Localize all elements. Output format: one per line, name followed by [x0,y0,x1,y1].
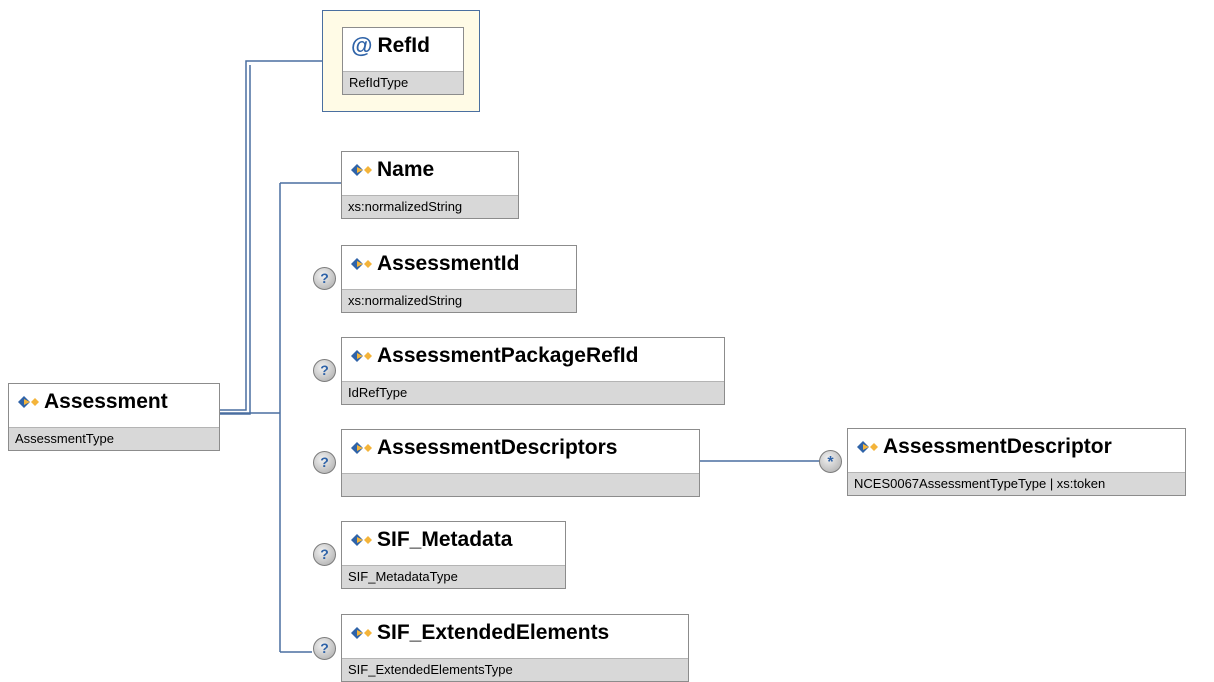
child-element-type: IdRefType [342,381,724,404]
child-element-type: xs:normalizedString [342,289,576,312]
element-icon [351,349,372,362]
element-icon [857,440,878,453]
element-icon [351,257,372,270]
descriptor-element-name: AssessmentDescriptor [883,434,1112,458]
optional-icon: ? [313,267,336,290]
element-icon [351,441,372,454]
child-element-box[interactable]: AssessmentPackageRefId IdRefType [341,337,725,405]
optional-icon: ? [313,451,336,474]
multiplicity-icon: * [819,450,842,473]
root-element-name: Assessment [44,389,168,413]
element-icon [18,395,39,408]
child-element-name: AssessmentDescriptors [377,435,618,459]
attribute-name: RefId [377,33,430,57]
child-element-box[interactable]: SIF_Metadata SIF_MetadataType [341,521,566,589]
attribute-symbol: @ [351,32,373,58]
root-element-type: AssessmentType [9,427,219,450]
child-element-box[interactable]: AssessmentId xs:normalizedString [341,245,577,313]
attribute-box[interactable]: @ RefId RefIdType [342,27,464,95]
child-element-name: AssessmentId [377,251,520,275]
child-element-name: SIF_Metadata [377,527,513,551]
child-element-type: SIF_ExtendedElementsType [342,658,688,681]
optional-icon: ? [313,637,336,660]
child-element-type: xs:normalizedString [342,195,518,218]
element-icon [351,533,372,546]
attribute-group: @ RefId RefIdType [322,10,480,112]
optional-icon: ? [313,543,336,566]
child-element-type [342,473,699,496]
child-element-box[interactable]: AssessmentDescriptors [341,429,700,497]
element-icon [351,626,372,639]
child-element-box[interactable]: SIF_ExtendedElements SIF_ExtendedElement… [341,614,689,682]
optional-icon: ? [313,359,336,382]
element-icon [351,163,372,176]
child-element-name: SIF_ExtendedElements [377,620,610,644]
child-element-name: Name [377,157,435,181]
child-element-name: AssessmentPackageRefId [377,343,639,367]
descriptor-element-type: NCES0067AssessmentTypeType | xs:token [848,472,1185,495]
child-element-box[interactable]: Name xs:normalizedString [341,151,519,219]
root-element-box[interactable]: Assessment AssessmentType [8,383,220,451]
attribute-type: RefIdType [343,71,463,94]
child-element-type: SIF_MetadataType [342,565,565,588]
descriptor-element-box[interactable]: AssessmentDescriptor NCES0067AssessmentT… [847,428,1186,496]
